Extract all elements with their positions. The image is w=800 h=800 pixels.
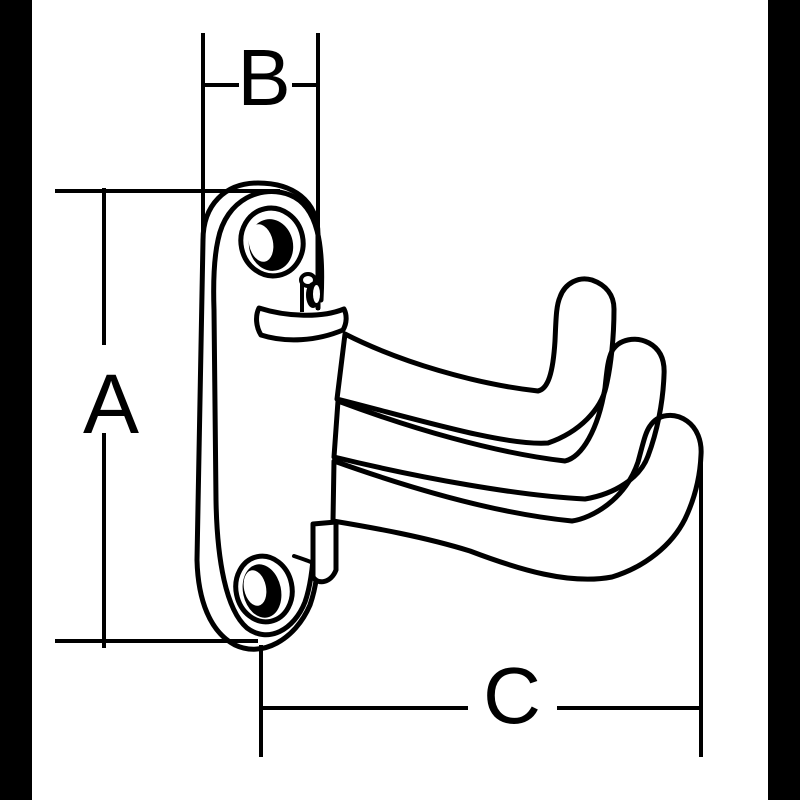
screw-hole-bottom-countersink-rim xyxy=(233,553,295,625)
dim-label-b: B xyxy=(237,33,290,122)
plate-outer-outline xyxy=(200,180,321,311)
hinge-knuckle-bottom xyxy=(310,519,339,585)
hinge-pin-slot-highlight xyxy=(313,285,320,303)
screw-hole-top xyxy=(238,205,306,279)
scan-bar-left xyxy=(0,0,32,800)
plate-inner-face-outline xyxy=(211,189,325,638)
dim-label-c: C xyxy=(483,651,541,740)
hook-arm-lower xyxy=(330,412,704,582)
screw-hole-top-highlight xyxy=(248,224,274,262)
hinge-knuckle-bottom-link xyxy=(292,554,315,565)
dim-label-a: A xyxy=(83,357,139,451)
hook-arm-middle xyxy=(331,336,667,502)
screw-hole-bottom xyxy=(233,553,295,625)
hinge-knuckle-top xyxy=(254,305,349,343)
screw-hole-top-countersink-rim xyxy=(238,205,306,279)
dimension-lines xyxy=(55,33,703,757)
hook-arm-upper xyxy=(334,276,617,446)
hinge-assembly xyxy=(254,272,349,585)
scan-bar-right xyxy=(768,0,800,800)
screw-hole-bottom-highlight xyxy=(243,570,267,606)
swivel-hooks xyxy=(330,276,704,582)
